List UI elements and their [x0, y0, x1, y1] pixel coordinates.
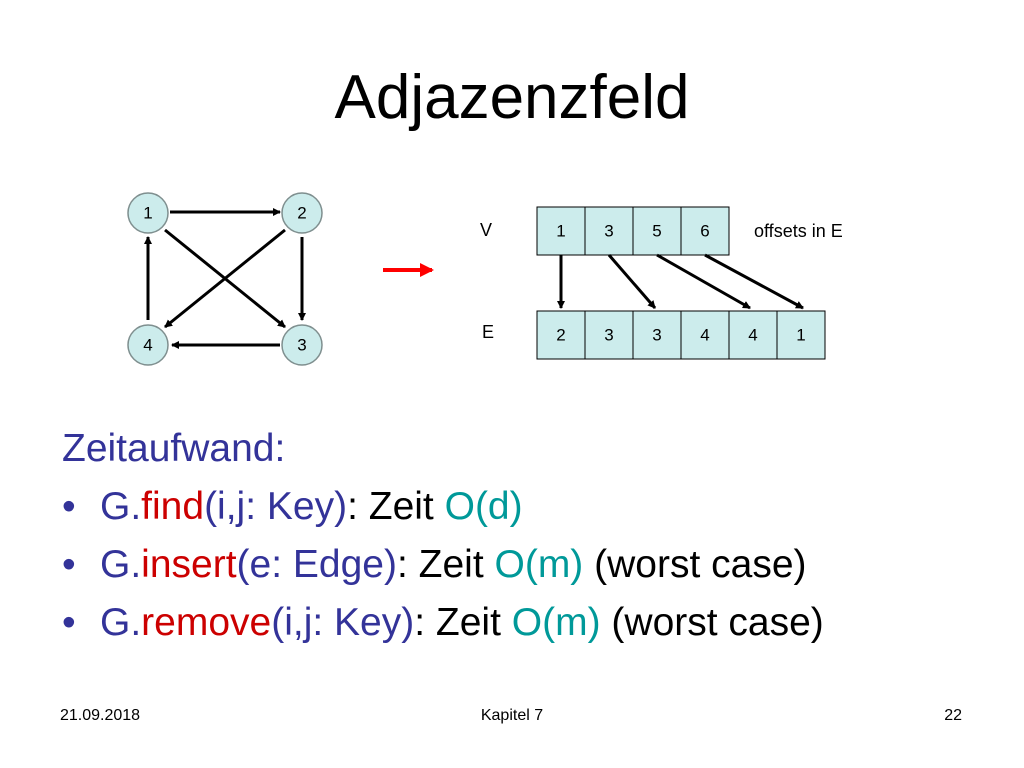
- v-value: 1: [556, 222, 565, 241]
- bullet-complexity: O(m): [511, 601, 601, 644]
- bullet-sep: : Zeit: [414, 601, 512, 644]
- graph-node: 3: [281, 324, 323, 366]
- e-value: 4: [700, 326, 709, 345]
- footer-page-number: 22: [944, 707, 962, 724]
- bullet-method: find: [141, 485, 205, 528]
- bullet-suffix: (worst case): [583, 543, 807, 586]
- e-cell: [584, 310, 634, 360]
- graph-node: 4: [127, 324, 169, 366]
- offsets-label: offsets in E: [754, 221, 843, 241]
- svg-text:4: 4: [143, 336, 152, 355]
- footer-chapter: Kapitel 7: [480, 707, 544, 724]
- section-heading: Zeitaufwand:: [62, 427, 286, 470]
- bullet-list: • G.find(i,j: Key): Zeit O(d) • G.insert…: [62, 478, 1002, 652]
- edge-2-4: [164, 228, 286, 329]
- content-area: Zeitaufwand: • G.find(i,j: Key): Zeit O(…: [62, 420, 1002, 652]
- v-value: 5: [652, 222, 661, 241]
- svg-text:1: 1: [143, 204, 152, 223]
- e-value: 3: [604, 326, 613, 345]
- bullet-item: • G.remove(i,j: Key): Zeit O(m) (worst c…: [62, 594, 1002, 652]
- svg-text:3: 3: [297, 336, 306, 355]
- e-value: 1: [796, 326, 805, 345]
- bullet-sep: : Zeit: [347, 485, 445, 528]
- v-cell: [680, 206, 730, 256]
- e-value: 4: [748, 326, 757, 345]
- v-cell: [632, 206, 682, 256]
- e-cell: [536, 310, 586, 360]
- v-array: 1 3 5 6: [536, 206, 730, 256]
- graph-node: 1: [127, 192, 169, 234]
- offset-pointer: [704, 253, 804, 310]
- bullet-icon: •: [62, 543, 76, 586]
- e-value: 2: [556, 326, 565, 345]
- svg-text:2: 2: [297, 204, 306, 223]
- e-array: 2 3 3 4 4 1: [536, 310, 826, 360]
- e-cell: [632, 310, 682, 360]
- bullet-args: (e: Edge): [236, 543, 397, 586]
- bullet-prefix: G.: [100, 601, 142, 644]
- graph-node: 2: [281, 192, 323, 234]
- graph-diagram: 1 2 3 4 V E offsets in E 1 3 5 6: [127, 192, 843, 366]
- bullet-method: remove: [141, 601, 272, 644]
- offset-pointer: [607, 254, 657, 309]
- bullet-sep: : Zeit: [396, 543, 495, 586]
- e-cell: [728, 310, 778, 360]
- e-cell: [680, 310, 730, 360]
- bullet-icon: •: [62, 485, 76, 528]
- bullet-item: • G.insert(e: Edge): Zeit O(m) (worst ca…: [62, 536, 1002, 594]
- slide-title: Adjazenzfeld: [334, 63, 690, 132]
- v-value: 6: [700, 222, 709, 241]
- bullet-args: (i,j: Key): [204, 485, 348, 528]
- bullet-suffix: (worst case): [600, 601, 824, 644]
- bullet-args: (i,j: Key): [271, 601, 415, 644]
- v-label: V: [480, 220, 492, 240]
- bullet-icon: •: [62, 601, 76, 644]
- bullet-complexity: O(d): [444, 485, 523, 528]
- bullet-method: insert: [141, 543, 237, 586]
- e-cell: [776, 310, 826, 360]
- bullet-complexity: O(m): [494, 543, 584, 586]
- e-value: 3: [652, 326, 661, 345]
- e-label: E: [482, 322, 494, 342]
- footer-date: 21.09.2018: [60, 707, 141, 724]
- bullet-prefix: G.: [100, 543, 142, 586]
- bullet-item: • G.find(i,j: Key): Zeit O(d): [62, 478, 1002, 536]
- v-value: 3: [604, 222, 613, 241]
- offset-pointer: [656, 253, 751, 310]
- bullet-prefix: G.: [100, 485, 142, 528]
